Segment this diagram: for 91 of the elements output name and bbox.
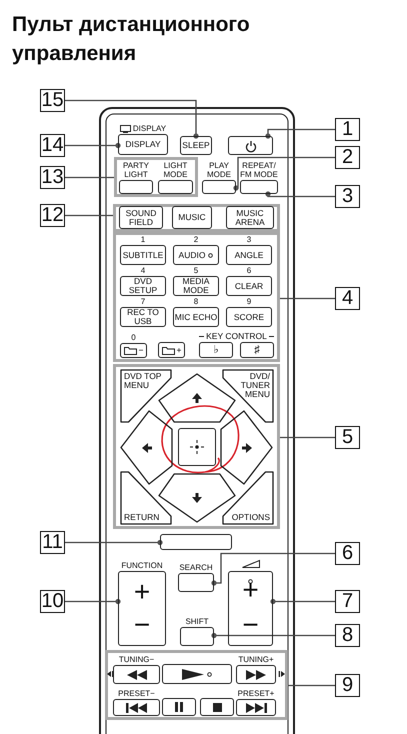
button-label: DISPLAY xyxy=(132,124,166,133)
leader-line xyxy=(233,156,335,191)
remote-button: DVD SETUP xyxy=(120,276,166,296)
button-label: TUNING+ xyxy=(238,655,274,664)
leader-line xyxy=(65,100,199,139)
callout-number: 6 xyxy=(335,542,360,565)
button-label: 0 xyxy=(131,333,136,342)
title: Пульт дистанционного управления xyxy=(12,12,251,67)
remote-button: MEDIA MODE xyxy=(173,276,219,296)
remote-button: RETURN xyxy=(120,471,172,525)
button-panel xyxy=(113,232,280,362)
callout-number: 2 xyxy=(335,146,360,169)
button-panel xyxy=(113,364,280,529)
leader-line xyxy=(270,598,335,604)
button-label: SEARCH xyxy=(179,563,213,572)
button-label: LIGHT MODE xyxy=(162,161,188,179)
button-panel xyxy=(113,204,280,232)
button-label: SHIFT xyxy=(185,617,209,626)
remote-button xyxy=(228,136,273,155)
leader-line xyxy=(65,540,163,546)
remote-button: MIC ECHO xyxy=(173,307,219,327)
button-label: 7 xyxy=(140,297,146,306)
remote-button: OPTIONS xyxy=(222,471,274,525)
button-label: 1 xyxy=(140,235,146,244)
callout-number: 1 xyxy=(335,118,360,141)
remote-button: ♭ xyxy=(199,342,233,358)
leader-line xyxy=(65,176,114,178)
callout-number: 8 xyxy=(335,624,360,647)
button-label: PRESET+ xyxy=(238,689,274,698)
remote-button: MUSIC xyxy=(172,206,212,229)
leader-line xyxy=(280,436,335,438)
callout-number: 12 xyxy=(40,204,65,227)
button-label: 6 xyxy=(246,266,252,275)
remote-button: SOUND FIELD xyxy=(119,206,163,229)
remote-button xyxy=(178,428,216,466)
remote-button: ♯ xyxy=(240,342,274,358)
remote-button: SUBTITLE xyxy=(120,245,166,265)
remote-button: + − xyxy=(118,571,166,646)
remote-button xyxy=(220,410,273,485)
leader-line xyxy=(211,632,335,638)
callout-number: 15 xyxy=(40,89,65,112)
leader-line xyxy=(65,214,113,216)
button-label: 3 xyxy=(246,235,252,244)
remote-button: + − xyxy=(228,571,273,646)
button-label: PARTY LIGHT xyxy=(122,161,150,179)
button-label: 8 xyxy=(194,297,198,306)
button-label: REPEAT/ FM MODE xyxy=(240,161,278,179)
leader-line xyxy=(280,298,335,300)
group-label: KEY CONTROL xyxy=(206,332,267,340)
button-label: FUNCTION xyxy=(121,561,163,570)
leader-line xyxy=(211,552,335,586)
remote-button xyxy=(160,534,232,550)
remote-button xyxy=(120,410,173,485)
leader-line xyxy=(65,598,121,604)
remote-button xyxy=(162,698,196,716)
leader-line xyxy=(288,684,335,686)
button-label: TUNING− xyxy=(118,655,154,664)
callout-number: 9 xyxy=(335,674,360,697)
button-label: 4 xyxy=(140,266,146,275)
leader-line xyxy=(65,142,121,148)
button-label: 9 xyxy=(246,297,252,306)
callout-number: 14 xyxy=(40,134,65,157)
callout-number: 7 xyxy=(335,590,360,613)
remote-button: SLEEP xyxy=(180,136,212,155)
remote-button: REC TO USB xyxy=(120,307,166,327)
remote-button: CLEAR xyxy=(226,276,272,296)
remote-button: − xyxy=(120,343,147,358)
remote-button: SCORE xyxy=(226,307,272,327)
button-label: 2 xyxy=(194,235,198,244)
callout-number: 11 xyxy=(40,531,65,554)
leader-line xyxy=(265,128,335,139)
remote-button: ANGLE xyxy=(226,245,272,265)
remote-button: MUSIC ARENA xyxy=(226,206,274,229)
leader-line xyxy=(265,191,335,198)
remote-button: AUDIO xyxy=(173,245,219,265)
button-panel xyxy=(114,157,198,197)
callout-number: 5 xyxy=(335,426,360,449)
remote-button xyxy=(200,698,234,716)
remote-button: DVD TOP MENU xyxy=(120,369,172,423)
remote-button: DISPLAY xyxy=(118,134,168,155)
callout-number: 10 xyxy=(40,590,65,613)
remote-button: DVD/ TUNER MENU xyxy=(222,369,274,423)
remote-button: + xyxy=(158,342,185,358)
callout-number: 3 xyxy=(335,185,360,208)
button-label: PRESET− xyxy=(118,689,155,698)
button-label: 5 xyxy=(194,266,198,275)
callout-number: 13 xyxy=(40,166,65,189)
button-panel xyxy=(105,650,288,720)
remote-button xyxy=(162,664,232,684)
button-label: PLAY MODE xyxy=(206,161,232,179)
callout-number: 4 xyxy=(335,287,360,310)
